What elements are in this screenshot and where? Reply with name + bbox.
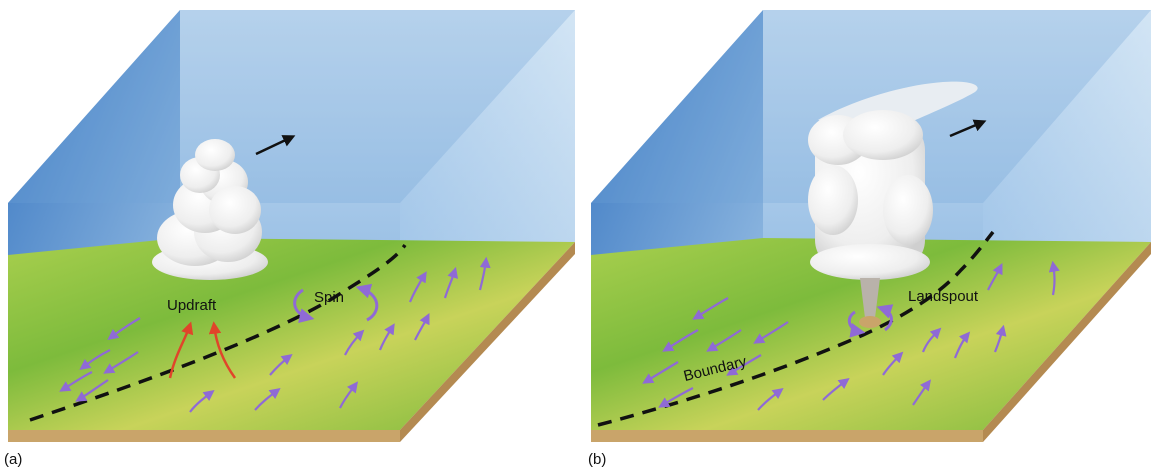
panel-b-caption: (b) (588, 451, 607, 468)
panel-a: Updraft Spin (a) (4, 10, 575, 468)
soil-edge (8, 430, 400, 442)
sky-top (8, 10, 575, 203)
wind-arrows-east (757, 260, 1060, 411)
updraft-arrow-left (168, 321, 194, 379)
landspout-funnel (860, 278, 880, 318)
cumulus-cloud (152, 139, 268, 280)
soil-edge (591, 430, 983, 442)
boundary-line (597, 230, 995, 427)
cumulonimbus-cloud (808, 81, 978, 280)
panel-b-scene (591, 10, 1151, 442)
ground-surface (8, 238, 575, 430)
spin-arrow-left (293, 288, 315, 324)
updraft-label: Updraft (167, 297, 217, 314)
soil-side (983, 242, 1151, 442)
spin-arrow-left (847, 310, 866, 338)
panel-a-caption: (a) (4, 451, 23, 468)
storm-motion-arrow (949, 119, 987, 138)
panel-b: Landspout Boundary (b) (583, 0, 1156, 473)
wind-arrows-east (189, 256, 491, 413)
soil-side (400, 242, 575, 442)
updraft-arrow-right (208, 321, 237, 379)
ground-surface (591, 238, 1151, 430)
panel-a-scene (8, 10, 575, 442)
spin-label: Spin (314, 289, 345, 306)
storm-motion-arrow (255, 135, 296, 156)
landspout-label: Landspout (908, 288, 979, 305)
wind-arrows-west (642, 297, 789, 408)
spin-arrow-right (355, 283, 379, 322)
spin-arrow-right (876, 304, 894, 332)
wind-arrows-west (59, 317, 141, 402)
landspout-base (859, 316, 881, 328)
